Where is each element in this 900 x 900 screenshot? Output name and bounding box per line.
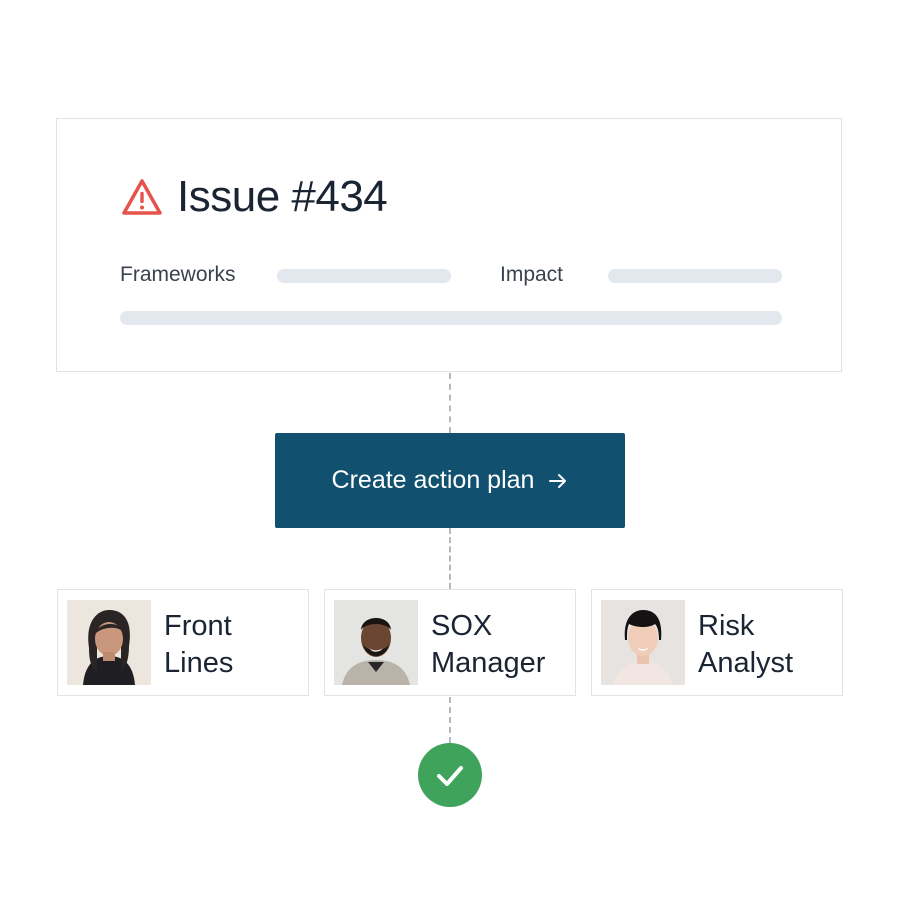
role-title-line1: Risk	[698, 610, 755, 642]
frameworks-label: Frameworks	[120, 263, 236, 286]
connector-line	[449, 528, 451, 589]
connector-line	[449, 373, 451, 433]
frameworks-value-placeholder	[277, 269, 451, 283]
role-card-risk-analyst[interactable]: Risk Analyst	[591, 589, 843, 696]
role-label: Risk Analyst	[698, 608, 838, 682]
impact-value-placeholder	[608, 269, 782, 283]
impact-label: Impact	[500, 263, 564, 286]
role-label: SOX Manager	[431, 608, 571, 682]
role-title-line1: SOX	[431, 610, 493, 642]
issue-card: Issue #434 Frameworks Impact	[56, 118, 842, 372]
description-placeholder	[120, 311, 782, 325]
role-title-line1: Front	[164, 610, 232, 642]
role-card-sox-manager[interactable]: SOX Manager	[324, 589, 576, 696]
role-title-line2: Lines	[164, 647, 234, 679]
avatar	[601, 600, 685, 685]
role-title-line2: Analyst	[698, 647, 794, 679]
role-title-line2: Manager	[431, 647, 546, 679]
issue-header: Issue #434	[121, 171, 388, 223]
arrow-right-icon	[549, 473, 567, 488]
completion-check-badge	[418, 743, 482, 807]
avatar	[67, 600, 151, 685]
warning-triangle-icon	[122, 179, 162, 215]
issue-title: Issue #434	[177, 172, 388, 221]
create-action-plan-button[interactable]: Create action plan	[275, 433, 625, 528]
checkmark-icon	[437, 766, 463, 786]
create-action-plan-label: Create action plan	[331, 466, 535, 494]
connector-line	[449, 697, 451, 743]
role-card-front-lines[interactable]: Front Lines	[57, 589, 309, 696]
avatar	[334, 600, 418, 685]
role-label: Front Lines	[164, 608, 304, 682]
